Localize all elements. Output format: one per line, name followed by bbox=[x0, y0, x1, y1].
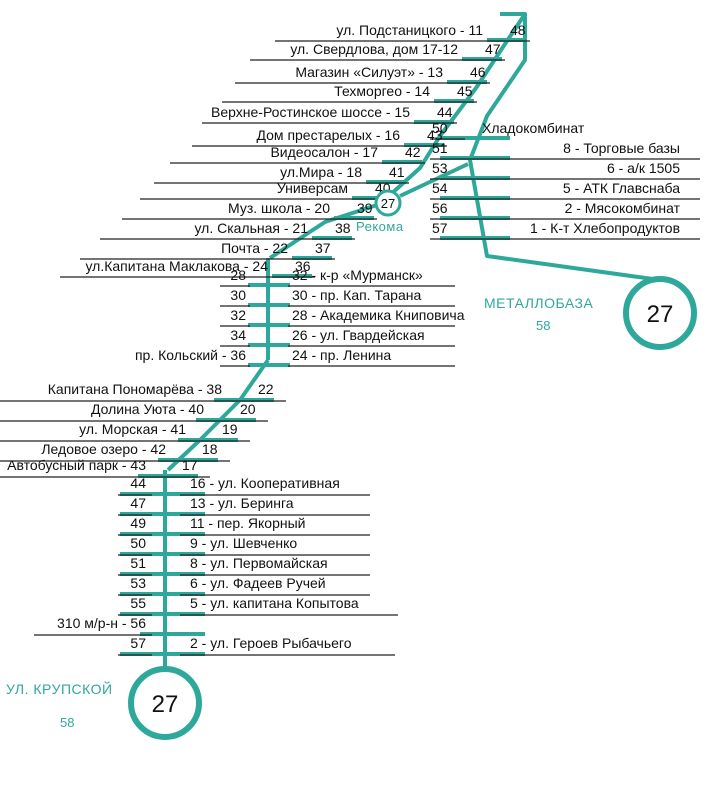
stop-left-4: Верхне-Ростинское шоссе - 15 bbox=[211, 104, 410, 120]
stop-south-8: 2 - ул. Героев Рыбачьего bbox=[190, 635, 352, 651]
stop-branch-dist-0: 50 bbox=[432, 120, 448, 136]
stop-left-11: Почта - 22 bbox=[221, 240, 288, 256]
stop-left-dist-12: 36 bbox=[295, 258, 311, 274]
stop-south-2: 11 - пер. Якорный bbox=[190, 515, 306, 531]
stop-middle-4: 24 - пр. Ленина bbox=[292, 347, 391, 363]
stop-left-dist-7: 41 bbox=[389, 164, 405, 180]
terminal-rekoma: 27 Рекома bbox=[356, 189, 404, 234]
stop-south-left-4: 51 bbox=[130, 555, 146, 571]
underlines bbox=[0, 40, 700, 656]
stop-left-dist-10: 38 bbox=[335, 220, 351, 236]
terminal-metallobaza-number: 27 bbox=[647, 301, 674, 328]
stop-middle-left-0: 28 bbox=[230, 267, 246, 283]
stop-left-6: Видеосалон - 17 bbox=[270, 144, 378, 160]
stop-south-left-5: 53 bbox=[130, 575, 146, 591]
stop-south-5: 6 - ул. Фадеев Ручей bbox=[190, 575, 326, 591]
stop-south-left-8: 57 bbox=[130, 635, 146, 651]
stop-south-1: 13 - ул. Беринга bbox=[190, 495, 294, 511]
stop-branch-4: 2 - Мясокомбинат bbox=[565, 200, 681, 216]
stop-south-4: 8 - ул. Первомайская bbox=[190, 555, 328, 571]
terminal-krupskoy-name: УЛ. КРУПСКОЙ bbox=[6, 680, 113, 697]
stop-middle-left-2: 32 bbox=[230, 307, 246, 323]
stop-branch-3: 5 - АТК Главснаба bbox=[563, 180, 680, 196]
stop-ticks bbox=[120, 38, 527, 656]
stop-left-dist-5: 43 bbox=[427, 127, 443, 143]
stop-middle-left-4: пр. Кольский - 36 bbox=[135, 347, 246, 363]
terminal-metallobaza: 27 МЕТАЛЛОБАЗА 58 bbox=[484, 276, 697, 350]
stop-left-7: ул.Мира - 18 bbox=[280, 164, 362, 180]
stop-left-5: Дом престарелых - 16 bbox=[257, 127, 401, 143]
stop-middle-0: 32 - к-р «Мурманск» bbox=[292, 267, 423, 283]
terminal-rekoma-number: 27 bbox=[381, 196, 395, 211]
stop-lower-3: Ледовое озеро - 42 bbox=[41, 441, 166, 457]
stop-south-left-6: 55 bbox=[130, 595, 146, 611]
stop-south-left-3: 50 bbox=[130, 535, 146, 551]
stop-south-left-1: 47 bbox=[130, 495, 146, 511]
stop-left-3: Техморгео - 14 bbox=[334, 83, 430, 99]
stop-left-dist-4: 44 bbox=[437, 104, 453, 120]
terminal-metallobaza-code: 58 bbox=[536, 318, 550, 333]
stop-lower-dist-2: 19 bbox=[222, 421, 238, 437]
stop-left-8: Универсам bbox=[277, 180, 348, 196]
stop-left-dist-0: 48 bbox=[510, 22, 526, 38]
terminal-krupskoy: 27 УЛ. КРУПСКОЙ 58 bbox=[6, 666, 202, 740]
stop-branch-2: 6 - а/к 1505 bbox=[607, 160, 680, 176]
stop-branch-1: 8 - Торговые базы bbox=[563, 140, 680, 156]
stop-south-left-0: 44 bbox=[130, 475, 146, 491]
stop-lower-dist-4: 17 bbox=[182, 457, 198, 473]
stop-lower-1: Долина Уюта - 40 bbox=[91, 401, 204, 417]
stop-left-1: ул. Свердлова, дом 17-12 bbox=[290, 41, 458, 57]
stop-left-dist-9: 39 bbox=[357, 200, 373, 216]
terminal-krupskoy-code: 58 bbox=[60, 715, 74, 730]
stop-branch-dist-3: 54 bbox=[432, 180, 448, 196]
stop-south-6: 5 - ул. капитана Копытова bbox=[190, 595, 359, 611]
stop-left-dist-1: 47 bbox=[485, 41, 501, 57]
route-branch-metallobaza bbox=[468, 12, 661, 282]
stop-branch-dist-2: 53 bbox=[432, 160, 448, 176]
stop-left-0: ул. Подстаницкого - 11 bbox=[336, 22, 483, 38]
route-branch-rekoma bbox=[399, 162, 469, 198]
stop-branch-dist-1: 51 bbox=[432, 140, 448, 156]
stop-middle-left-3: 34 bbox=[230, 327, 246, 343]
stop-lower-dist-1: 20 bbox=[240, 401, 256, 417]
stop-left-2: Магазин «Силуэт» - 13 bbox=[295, 64, 443, 80]
stop-middle-left-1: 30 bbox=[230, 287, 246, 303]
stop-south-3: 9 - ул. Шевченко bbox=[190, 535, 297, 551]
stop-branch-5: 1 - К-т Хлебопродуктов bbox=[530, 220, 680, 236]
stop-lower-2: ул. Морская - 41 bbox=[79, 421, 186, 437]
stop-branch-dist-5: 57 bbox=[432, 220, 448, 236]
stop-south-left-2: 49 bbox=[130, 515, 146, 531]
terminal-krupskoy-number: 27 bbox=[152, 691, 179, 718]
stop-middle-1: 30 - пр. Кап. Тарана bbox=[292, 287, 421, 303]
stop-middle-2: 28 - Академика Книповича bbox=[292, 307, 465, 323]
stop-lower-0: Капитана Пономарёва - 38 bbox=[48, 381, 222, 397]
stop-left-9: Муз. школа - 20 bbox=[228, 200, 330, 216]
stop-left-dist-3: 45 bbox=[457, 83, 473, 99]
terminal-rekoma-name: Рекома bbox=[356, 219, 404, 234]
stop-left-12: ул.Капитана Маклакова - 24 bbox=[85, 258, 268, 274]
stop-lower-dist-3: 18 bbox=[202, 441, 218, 457]
stop-middle-3: 26 - ул. Гвардейская bbox=[292, 327, 425, 343]
stop-labels: ул. Подстаницкого - 11 48 ул. Свердлова, д… bbox=[7, 22, 680, 651]
stop-left-10: ул. Скальная - 21 bbox=[194, 220, 308, 236]
stop-left-dist-6: 42 bbox=[405, 144, 421, 160]
stop-left-dist-11: 37 bbox=[315, 240, 331, 256]
stop-lower-4: Автобусный парк - 43 bbox=[7, 457, 146, 473]
stop-south-0: 16 - ул. Кооперативная bbox=[190, 475, 340, 491]
stop-south-left-7: 310 м/р-н - 56 bbox=[57, 615, 146, 631]
stop-branch-dist-4: 56 bbox=[432, 200, 448, 216]
stop-left-dist-2: 46 bbox=[470, 64, 486, 80]
terminal-metallobaza-name: МЕТАЛЛОБАЗА bbox=[484, 295, 594, 311]
stop-branch-0: Хладокомбинат bbox=[482, 120, 585, 136]
stop-lower-dist-0: 22 bbox=[258, 381, 274, 397]
